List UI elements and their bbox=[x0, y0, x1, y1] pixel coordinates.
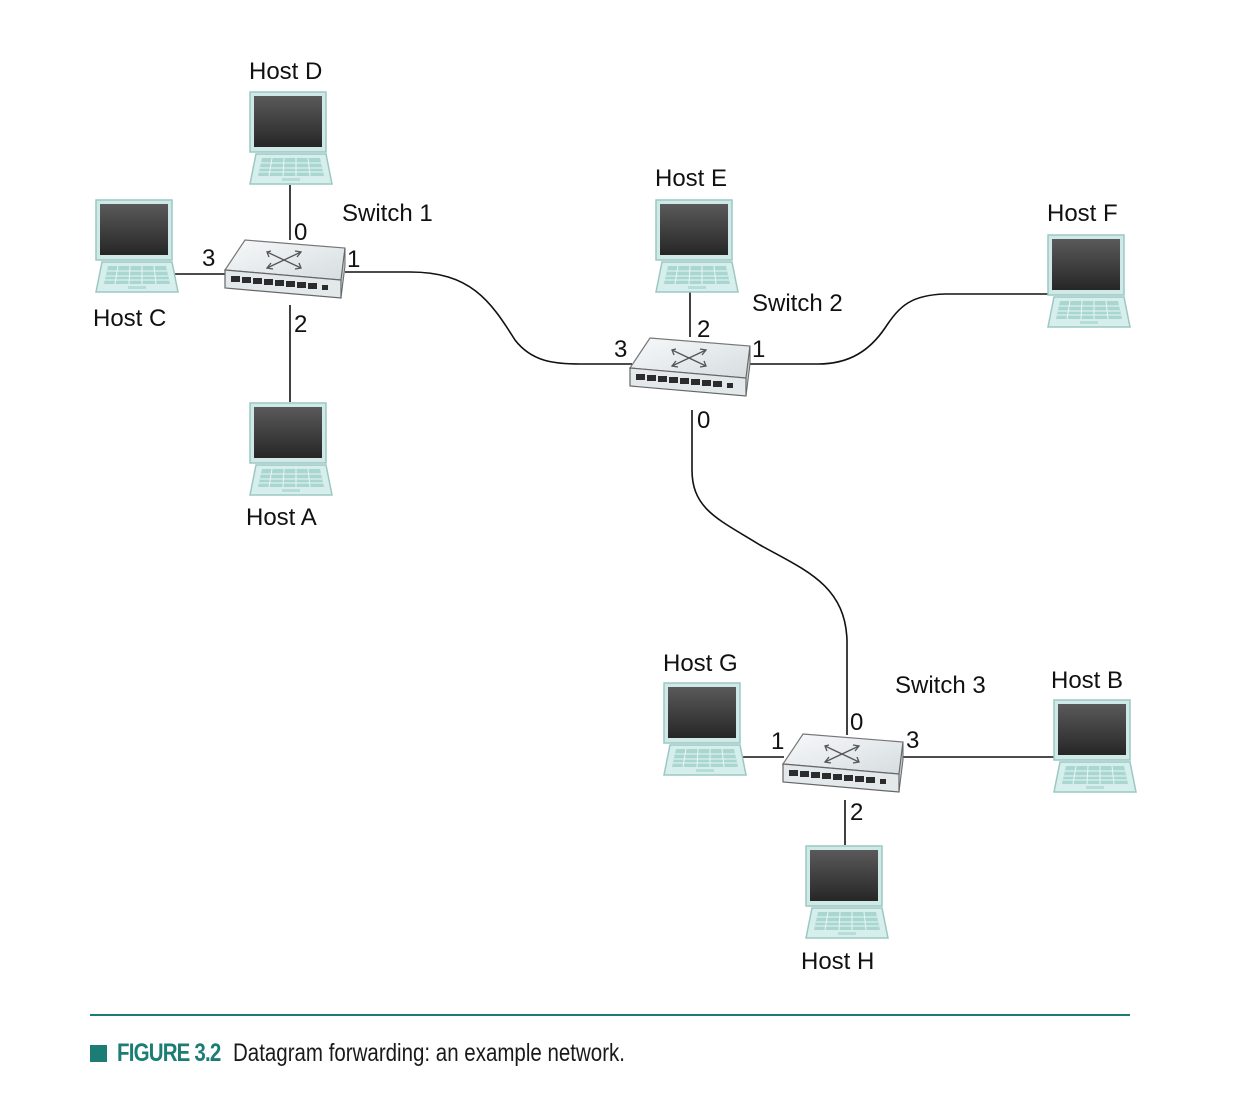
laptop-icon bbox=[249, 402, 333, 496]
caption-square-icon bbox=[90, 1044, 107, 1062]
switch-2: Switch 2 0 1 2 3 bbox=[614, 290, 843, 434]
port-label: 0 bbox=[697, 407, 710, 434]
host-g: Host G bbox=[663, 650, 747, 776]
host-label: Host D bbox=[249, 58, 322, 85]
host-label: Host H bbox=[801, 948, 874, 975]
caption-rule bbox=[90, 1014, 1130, 1016]
network-switch-icon bbox=[782, 733, 904, 793]
laptop-icon bbox=[1047, 234, 1131, 328]
switch-label: Switch 3 bbox=[895, 672, 986, 699]
port-label: 3 bbox=[614, 336, 627, 363]
link-s2-s3 bbox=[691, 410, 848, 735]
switch-label: Switch 2 bbox=[752, 290, 843, 317]
host-d: Host D bbox=[249, 58, 333, 185]
link-s2-hostF bbox=[748, 293, 1048, 365]
network-switch-icon bbox=[629, 337, 751, 397]
laptop-icon bbox=[805, 845, 889, 939]
caption-text: Datagram forwarding: an example network. bbox=[233, 1038, 626, 1067]
host-label: Host A bbox=[246, 504, 317, 531]
laptop-icon bbox=[655, 199, 739, 293]
host-a: Host A bbox=[246, 402, 333, 531]
figure-number: FIGURE 3.2 bbox=[117, 1038, 221, 1067]
port-label: 1 bbox=[347, 246, 360, 273]
port-label: 0 bbox=[294, 219, 307, 246]
port-label: 2 bbox=[850, 799, 863, 826]
laptop-icon bbox=[1053, 699, 1137, 793]
port-label: 3 bbox=[202, 245, 215, 272]
figure-caption: FIGURE 3.2 Datagram forwarding: an examp… bbox=[90, 1036, 711, 1070]
network-switch-icon bbox=[224, 239, 346, 299]
switch-1: Switch 1 0 1 2 3 bbox=[202, 200, 433, 338]
network-diagram: Switch 1 0 1 2 3 Switch 2 0 1 2 3 Switch… bbox=[93, 58, 1137, 975]
port-label: 2 bbox=[294, 311, 307, 338]
host-label: Host B bbox=[1051, 667, 1123, 694]
port-label: 0 bbox=[850, 709, 863, 736]
host-label: Host E bbox=[655, 165, 727, 192]
port-label: 1 bbox=[752, 336, 765, 363]
host-e: Host E bbox=[655, 165, 739, 293]
host-f: Host F bbox=[1047, 200, 1131, 328]
host-c: Host C bbox=[93, 199, 179, 332]
host-b: Host B bbox=[1051, 667, 1137, 793]
host-label: Host C bbox=[93, 305, 166, 332]
host-h: Host H bbox=[801, 845, 889, 975]
link-s1-s2 bbox=[345, 271, 632, 365]
host-label: Host F bbox=[1047, 200, 1118, 227]
laptop-icon bbox=[249, 91, 333, 185]
switch-3: Switch 3 0 1 2 3 bbox=[771, 672, 986, 826]
port-label: 1 bbox=[771, 728, 784, 755]
port-label: 3 bbox=[906, 727, 919, 754]
port-label: 2 bbox=[697, 316, 710, 343]
switch-label: Switch 1 bbox=[342, 200, 433, 227]
laptop-icon bbox=[95, 199, 179, 293]
laptop-icon bbox=[663, 682, 747, 776]
host-label: Host G bbox=[663, 650, 738, 677]
